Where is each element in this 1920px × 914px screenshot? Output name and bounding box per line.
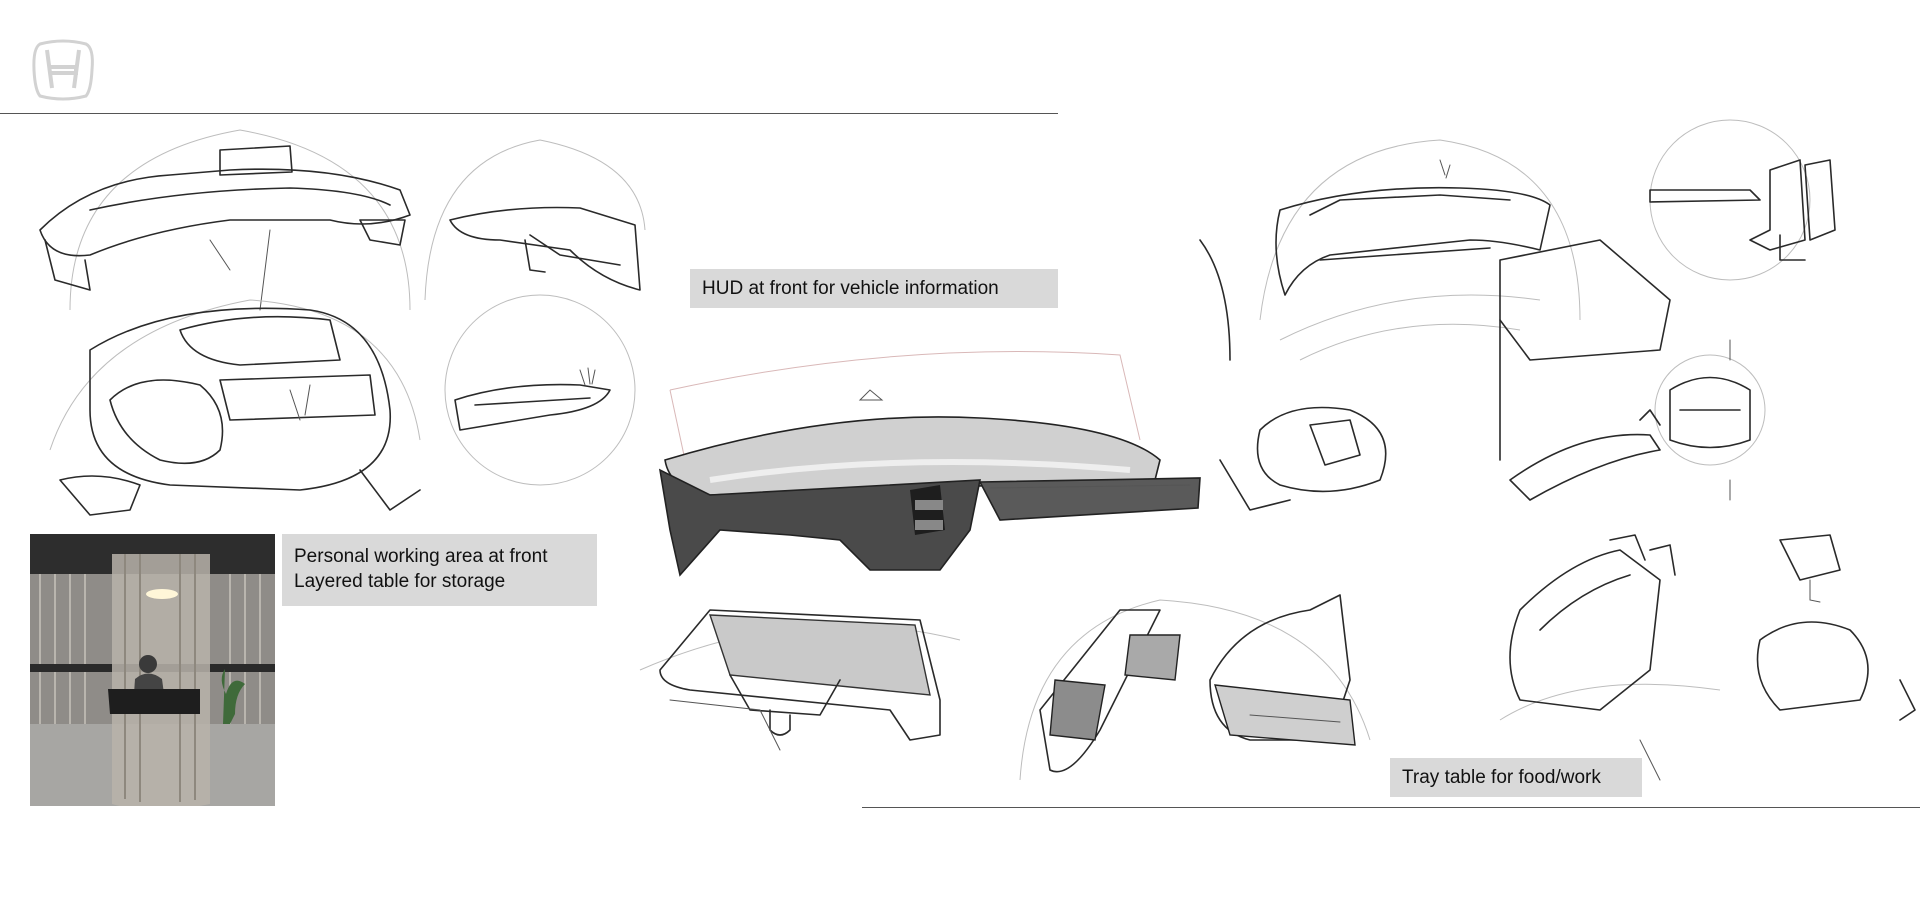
label-tray-table: Tray table for food/work bbox=[1390, 758, 1642, 797]
dashboard-sketch-left-top bbox=[39, 129, 411, 311]
seat-sketch-bottomright bbox=[1499, 534, 1916, 781]
dashboard-sketch-circle bbox=[444, 294, 636, 486]
bottom-divider bbox=[862, 807, 1920, 808]
seat-sketch-topright bbox=[1649, 119, 1836, 281]
label-hud: HUD at front for vehicle information bbox=[690, 269, 1058, 308]
center-console-sketch bbox=[639, 609, 961, 751]
tray-detail-sketch bbox=[1019, 594, 1371, 781]
top-divider bbox=[0, 113, 1058, 114]
label-hud-text: HUD at front for vehicle information bbox=[702, 278, 999, 299]
hud-dashboard-render bbox=[658, 351, 1201, 577]
label-tray-text: Tray table for food/work bbox=[1402, 767, 1601, 788]
label-personal-line1: Personal working area at front bbox=[294, 546, 548, 567]
cabin-topview-sketch bbox=[49, 299, 421, 516]
work-booth-photo bbox=[30, 534, 275, 806]
honda-logo-icon bbox=[32, 39, 94, 101]
cabin-perspective-sketch bbox=[1199, 239, 1671, 511]
dashboard-sketch-right bbox=[1259, 139, 1581, 321]
seat-circle-sketch bbox=[1509, 339, 1766, 501]
label-personal-line2: Layered table for storage bbox=[294, 571, 506, 592]
dashboard-sketch-right-top bbox=[424, 139, 646, 301]
label-personal-working-area: Personal working area at front Layered t… bbox=[282, 534, 597, 606]
